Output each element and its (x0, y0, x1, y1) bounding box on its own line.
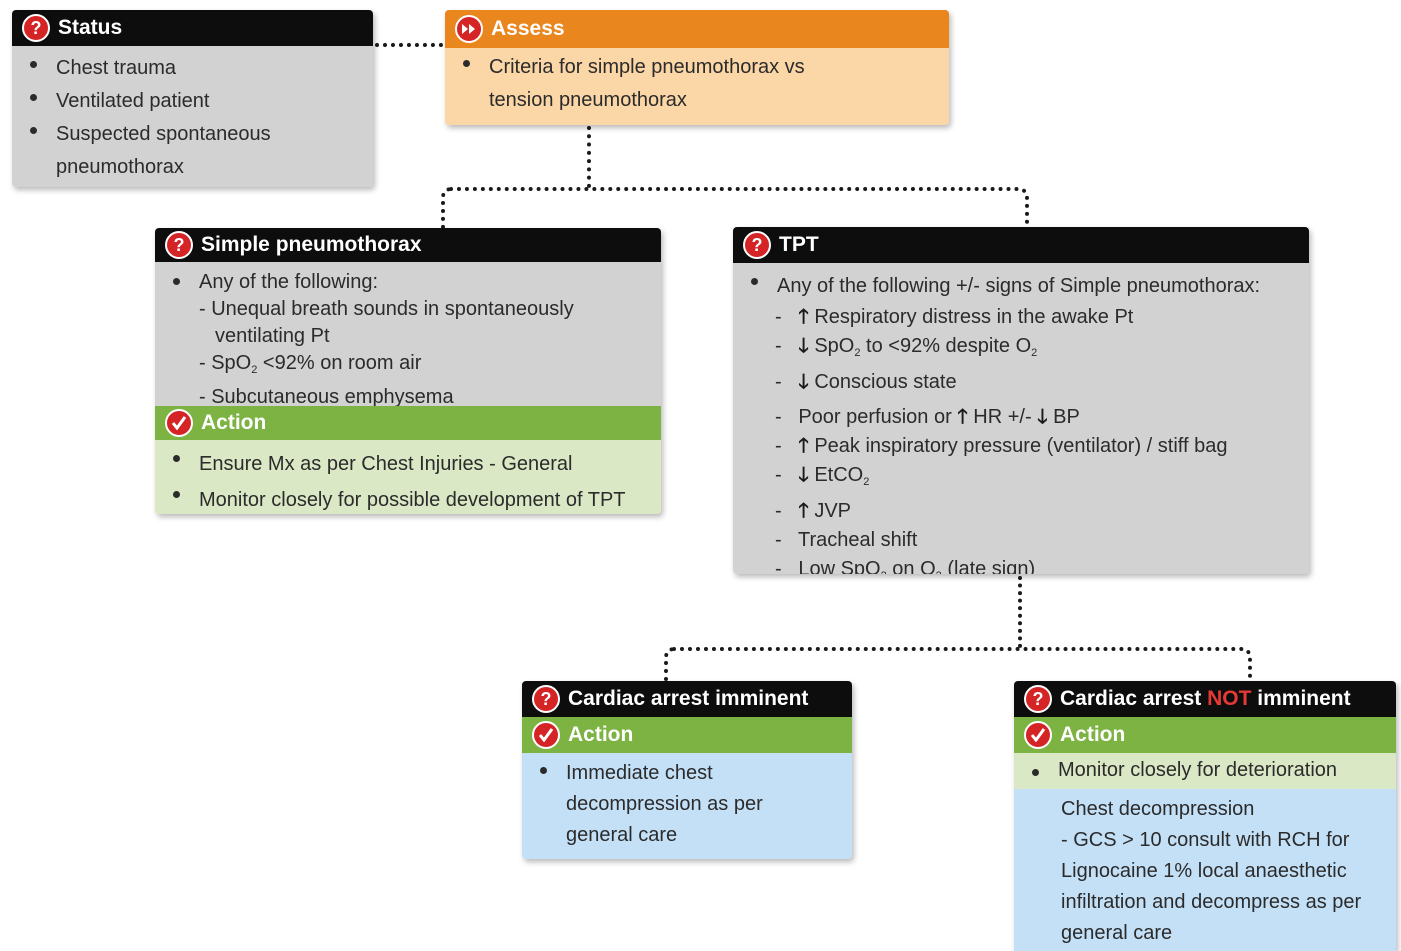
simple-pneumothorax-box: ? Simple pneumothorax Any of the followi… (155, 228, 661, 514)
not-imminent-monitor: Monitor closely for deterioration (1014, 753, 1396, 789)
question-mark-icon: ? (165, 231, 193, 259)
tpt-sign: - 🡓 SpO2 to <92% despite O2 (775, 335, 1038, 359)
imminent-header: ? Cardiac arrest imminent (522, 681, 852, 717)
tpt-body: Any of the following +/- signs of Simple… (733, 263, 1309, 574)
tpt-sign: - Tracheal shift (775, 529, 918, 551)
tpt-sign: - 🡑 Peak inspiratory pressure (ventilato… (775, 435, 1228, 457)
fast-forward-icon (455, 15, 483, 43)
imminent-title: Cardiac arrest imminent (568, 687, 809, 710)
simple-criterion: - SpO2 <92% on room air (199, 352, 422, 376)
question-mark-icon: ? (743, 231, 771, 259)
simple-header: ? Simple pneumothorax (155, 228, 661, 262)
arrow-down-icon: 🡓 (1037, 406, 1048, 428)
decompression-line: - GCS > 10 consult with RCH for (1061, 829, 1350, 851)
decompression-line: infiltration and decompress as per (1061, 891, 1362, 913)
simple-criterion: - Subcutaneous emphysema (199, 386, 454, 408)
status-header: ? Status (12, 10, 373, 46)
imminent-action-title: Action (568, 723, 634, 746)
status-title: Status (58, 16, 123, 39)
decompression-line: general care (1061, 922, 1173, 944)
tpt-sign: - Poor perfusion or 🡑 HR +/- 🡓 BP (775, 406, 1080, 428)
decompression-line: Lignocaine 1% local anaesthetic (1061, 860, 1347, 882)
tpt-sign: - 🡑 Respiratory distress in the awake Pt (775, 306, 1134, 328)
connector-bottom-branch (664, 647, 1252, 685)
simple-action-title: Action (201, 411, 267, 434)
simple-action-item: Ensure Mx as per Chest Injuries - Genera… (155, 446, 661, 482)
assess-header: Assess (445, 10, 949, 48)
question-mark-icon: ? (532, 685, 560, 713)
cardiac-arrest-not-imminent-box: ? Cardiac arrest NOT imminent Action Mon… (1014, 681, 1396, 951)
connector-assess-down (587, 126, 591, 188)
tpt-title: TPT (779, 233, 819, 256)
not-imminent-monitor-item: Monitor closely for deterioration (1014, 760, 1396, 780)
checkmark-icon (165, 409, 193, 437)
tpt-header: ? TPT (733, 227, 1309, 263)
not-imminent-action-title: Action (1060, 723, 1126, 746)
assess-title: Assess (491, 17, 565, 40)
tpt-box: ? TPT Any of the following +/- signs of … (733, 227, 1309, 574)
cardiac-arrest-imminent-box: ? Cardiac arrest imminent Action Immedia… (522, 681, 852, 859)
simple-body: Any of the following: - Unequal breath s… (155, 262, 661, 408)
imminent-action-header: Action (522, 717, 852, 753)
simple-criterion: - Unequal breath sounds in spontaneously… (199, 298, 574, 347)
simple-action-item: Monitor closely for possible development… (155, 482, 661, 514)
not-imminent-title: Cardiac arrest NOT imminent (1060, 687, 1351, 710)
checkmark-icon (532, 721, 560, 749)
question-mark-icon: ? (22, 14, 50, 42)
checkmark-icon (1024, 721, 1052, 749)
assess-box: Assess Criteria for simple pneumothorax … (445, 10, 949, 125)
arrow-up-icon: 🡑 (798, 435, 809, 457)
tpt-sign: - 🡓 Conscious state (775, 371, 957, 393)
simple-action-body: Ensure Mx as per Chest Injuries - Genera… (155, 440, 661, 514)
arrow-down-icon: 🡓 (798, 371, 809, 393)
not-emphasis: NOT (1207, 687, 1252, 710)
simple-action-header: Action (155, 406, 661, 440)
arrow-down-icon: 🡓 (798, 335, 809, 357)
arrow-up-icon: 🡑 (957, 406, 968, 428)
tpt-sign: - 🡑 JVP (775, 500, 851, 522)
arrow-up-icon: 🡑 (798, 500, 809, 522)
arrow-up-icon: 🡑 (798, 306, 809, 328)
status-item: Chest trauma (12, 52, 373, 85)
not-imminent-decompression: Chest decompression - GCS > 10 consult w… (1014, 789, 1396, 951)
tpt-sign: - 🡓 EtCO2 (775, 464, 870, 488)
tpt-sign: - Low SpO2 on O2 (late sign) (775, 558, 1036, 574)
status-body: Chest trauma Ventilated patient Suspecte… (12, 46, 373, 187)
connector-tpt-down (1018, 576, 1022, 648)
connector-top-branch (441, 187, 1029, 231)
tpt-intro: Any of the following +/- signs of Simple… (733, 269, 1309, 303)
not-imminent-header: ? Cardiac arrest NOT imminent (1014, 681, 1396, 717)
status-item: Ventilated patient (12, 85, 373, 118)
decompression-line: Chest decompression (1061, 798, 1255, 820)
status-box: ? Status Chest trauma Ventilated patient… (12, 10, 373, 187)
not-imminent-action-header: Action (1014, 717, 1396, 753)
simple-title: Simple pneumothorax (201, 233, 422, 256)
connector-status-assess (375, 43, 443, 47)
arrow-down-icon: 🡓 (798, 464, 809, 486)
simple-intro: Any of the following: (155, 269, 661, 296)
question-mark-icon: ? (1024, 685, 1052, 713)
